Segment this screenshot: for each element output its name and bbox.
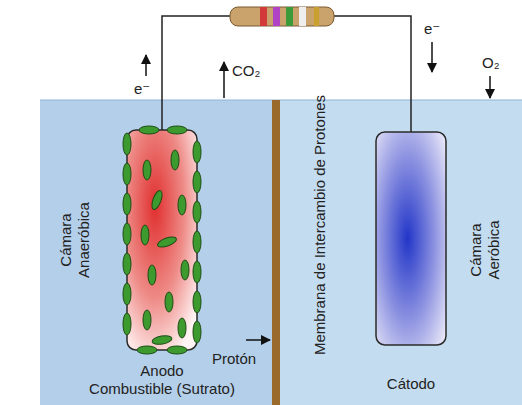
bacterium	[151, 334, 172, 345]
bacterium	[123, 253, 131, 275]
proton-label: Protón	[212, 350, 256, 367]
part-label: Combustible (Sutrato)	[89, 380, 235, 398]
bacterium	[193, 291, 201, 313]
bacterium	[143, 310, 151, 330]
gas-label: O₂	[482, 54, 500, 71]
bacterium	[193, 171, 201, 193]
bacterium	[193, 321, 201, 343]
part-label: Anodo	[140, 362, 183, 380]
bacterium	[178, 318, 186, 338]
bacterium	[193, 201, 201, 223]
bacterium	[123, 163, 131, 185]
electron-arrow	[145, 55, 147, 76]
bacterium	[141, 225, 149, 245]
bacterium	[123, 193, 131, 215]
bacterium	[156, 235, 178, 249]
liquid-surface	[40, 100, 522, 101]
part-label: Cátodo	[387, 375, 435, 393]
bacterium	[123, 223, 131, 245]
anode-electrode: AnodoCombustible (Sutrato)	[127, 130, 197, 350]
bacterium	[123, 133, 131, 155]
electron-label: e⁻	[424, 20, 440, 37]
proton-arrow	[246, 339, 270, 341]
bacterium	[137, 346, 157, 354]
bacterium	[139, 126, 159, 134]
cathode-body	[376, 132, 446, 345]
resistor-symbol	[230, 7, 334, 26]
bacterium	[123, 283, 131, 305]
cathode-electrode: Cátodo	[376, 132, 446, 345]
bacterium	[167, 126, 187, 134]
gas-label: CO₂	[232, 62, 260, 79]
bacterium	[150, 189, 164, 211]
bacterium	[143, 160, 151, 180]
circuit-wire	[162, 16, 411, 132]
electron-label: e⁻	[134, 80, 150, 97]
proton-exchange-membrane: Membrana de Intercambio de Protones	[272, 100, 280, 405]
anaerobic-chamber-fill	[40, 100, 272, 405]
bacterium	[193, 231, 201, 253]
bacterium	[178, 195, 186, 215]
bacterium	[171, 150, 179, 170]
vertical-label: Cámara Anaeróbica	[57, 190, 93, 290]
bacterium	[181, 260, 189, 280]
bacterium	[193, 141, 201, 163]
vertical-label: Membrana de Intercambio de Protones	[311, 90, 329, 360]
anode-drawing	[127, 130, 197, 350]
vertical-label: Cámara Aeróbica	[467, 200, 503, 300]
o2-arrow	[489, 76, 491, 98]
electron-arrow	[431, 42, 433, 72]
cathode-drawing	[376, 132, 446, 345]
bacterium	[193, 261, 201, 283]
bacterium	[167, 346, 187, 354]
anode-body	[127, 130, 197, 350]
co2-arrow	[223, 62, 225, 98]
bacterium	[123, 313, 131, 335]
bacterium	[165, 292, 173, 312]
bacterium	[148, 265, 156, 285]
